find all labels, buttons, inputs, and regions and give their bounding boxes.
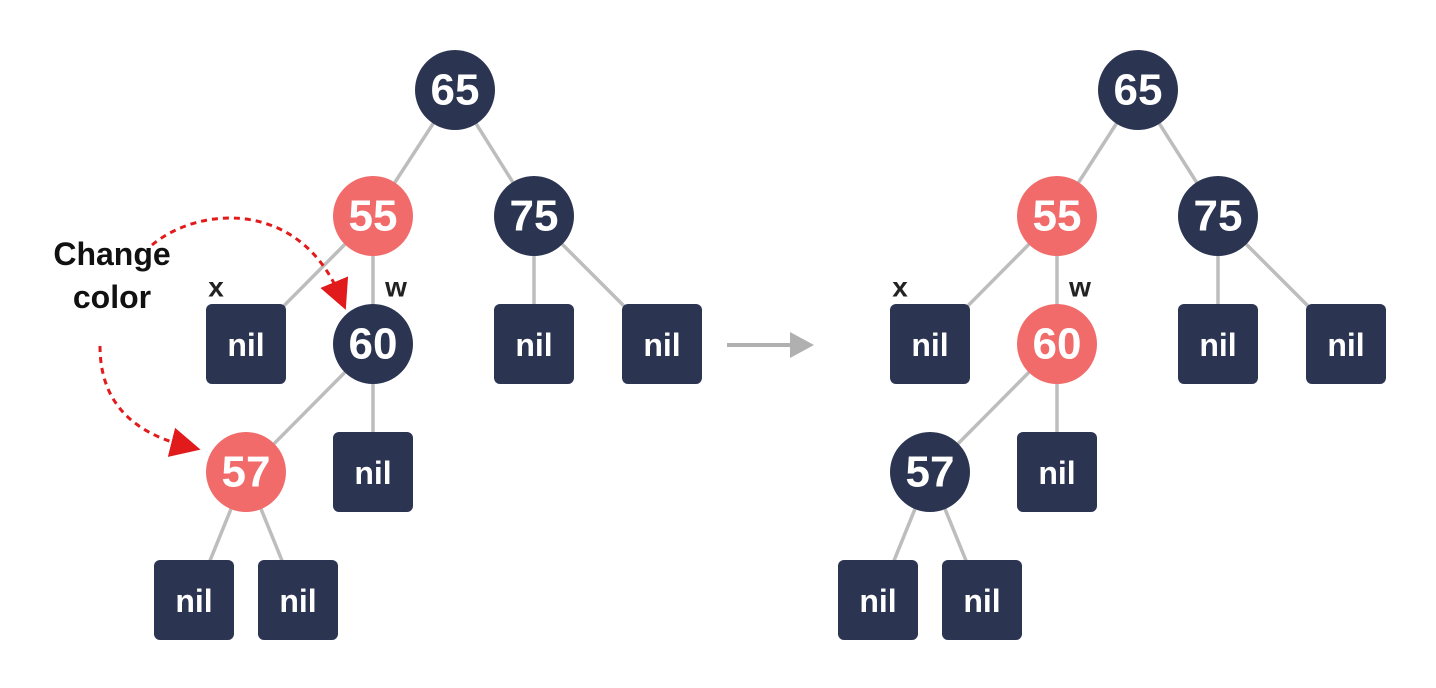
nil-label: nil	[515, 327, 552, 363]
after-nil-leaf-x: nil	[890, 304, 970, 384]
nil-box	[154, 560, 234, 640]
node-label: 60	[349, 320, 398, 369]
before-node-55: 55	[333, 176, 413, 256]
nil-box	[890, 304, 970, 384]
before-nil-leaf-75-left: nil	[494, 304, 574, 384]
after-node-55: 55	[1017, 176, 1097, 256]
nil-label: nil	[175, 583, 212, 619]
after-nil-leaf-75-left: nil	[1178, 304, 1258, 384]
node-label: 55	[1033, 192, 1082, 241]
nil-label: nil	[227, 327, 264, 363]
nil-label: nil	[963, 583, 1000, 619]
change-color-annotation: Change color	[53, 216, 349, 457]
tree-node-circle	[206, 432, 286, 512]
tree-node-circle	[1017, 304, 1097, 384]
nil-label: nil	[1199, 327, 1236, 363]
w-pointer-label: w	[1068, 272, 1091, 303]
tree-node-circle	[333, 176, 413, 256]
node-label: 75	[510, 192, 559, 241]
after-node-65: 65	[1098, 50, 1178, 130]
after-nil-leaf-60-right: nil	[1017, 432, 1097, 512]
tree-node-circle	[494, 176, 574, 256]
nil-label: nil	[1327, 327, 1364, 363]
tree-node-circle	[333, 304, 413, 384]
tree-node-circle	[1017, 176, 1097, 256]
after-nil-leaf-75-right: nil	[1306, 304, 1386, 384]
nil-box	[1306, 304, 1386, 384]
nil-box	[1017, 432, 1097, 512]
nil-label: nil	[859, 583, 896, 619]
tree-node-circle	[1178, 176, 1258, 256]
after-node-57: 57	[890, 432, 970, 512]
before-nil-leaf-57-right: nil	[258, 560, 338, 640]
nil-box	[622, 304, 702, 384]
annotation-line2: color	[73, 279, 151, 315]
nil-box	[1178, 304, 1258, 384]
tree-node-circle	[890, 432, 970, 512]
nil-box	[942, 560, 1022, 640]
node-label: 55	[349, 192, 398, 241]
dotted-arrow-to-57	[98, 345, 201, 457]
before-nil-leaf-75-right: nil	[622, 304, 702, 384]
before-node-75: 75	[494, 176, 574, 256]
dotted-arrow-to-60	[151, 216, 349, 310]
nil-box	[838, 560, 918, 640]
after-node-75: 75	[1178, 176, 1258, 256]
before-nil-leaf-57-left: nil	[154, 560, 234, 640]
x-pointer-label: x	[208, 272, 224, 303]
arrow-right-icon	[727, 332, 814, 358]
annotation-line1: Change	[53, 236, 170, 272]
nil-box	[258, 560, 338, 640]
nil-label: nil	[911, 327, 948, 363]
after-nil-leaf-57-right: nil	[942, 560, 1022, 640]
nil-label: nil	[643, 327, 680, 363]
after-node-60: 60	[1017, 304, 1097, 384]
before-nil-leaf-x: nil	[206, 304, 286, 384]
before-tree: 65 55 75 60 57 nil nil nil	[53, 50, 702, 640]
node-label: 65	[431, 66, 480, 115]
after-tree: 65 55 75 60 57 nil nil nil	[838, 50, 1386, 640]
node-label: 57	[222, 448, 271, 497]
before-node-65: 65	[415, 50, 495, 130]
nil-label: nil	[354, 455, 391, 491]
after-nil-leaf-57-left: nil	[838, 560, 918, 640]
nil-box	[206, 304, 286, 384]
before-node-57: 57	[206, 432, 286, 512]
nil-label: nil	[1038, 455, 1075, 491]
before-nil-leaf-60-right: nil	[333, 432, 413, 512]
node-label: 75	[1194, 192, 1243, 241]
node-label: 60	[1033, 320, 1082, 369]
tree-node-circle	[1098, 50, 1178, 130]
nil-box	[494, 304, 574, 384]
before-node-60: 60	[333, 304, 413, 384]
w-pointer-label: w	[384, 272, 407, 303]
x-pointer-label: x	[892, 272, 908, 303]
tree-node-circle	[415, 50, 495, 130]
nil-box	[333, 432, 413, 512]
nil-label: nil	[279, 583, 316, 619]
node-label: 57	[906, 448, 955, 497]
node-label: 65	[1114, 66, 1163, 115]
